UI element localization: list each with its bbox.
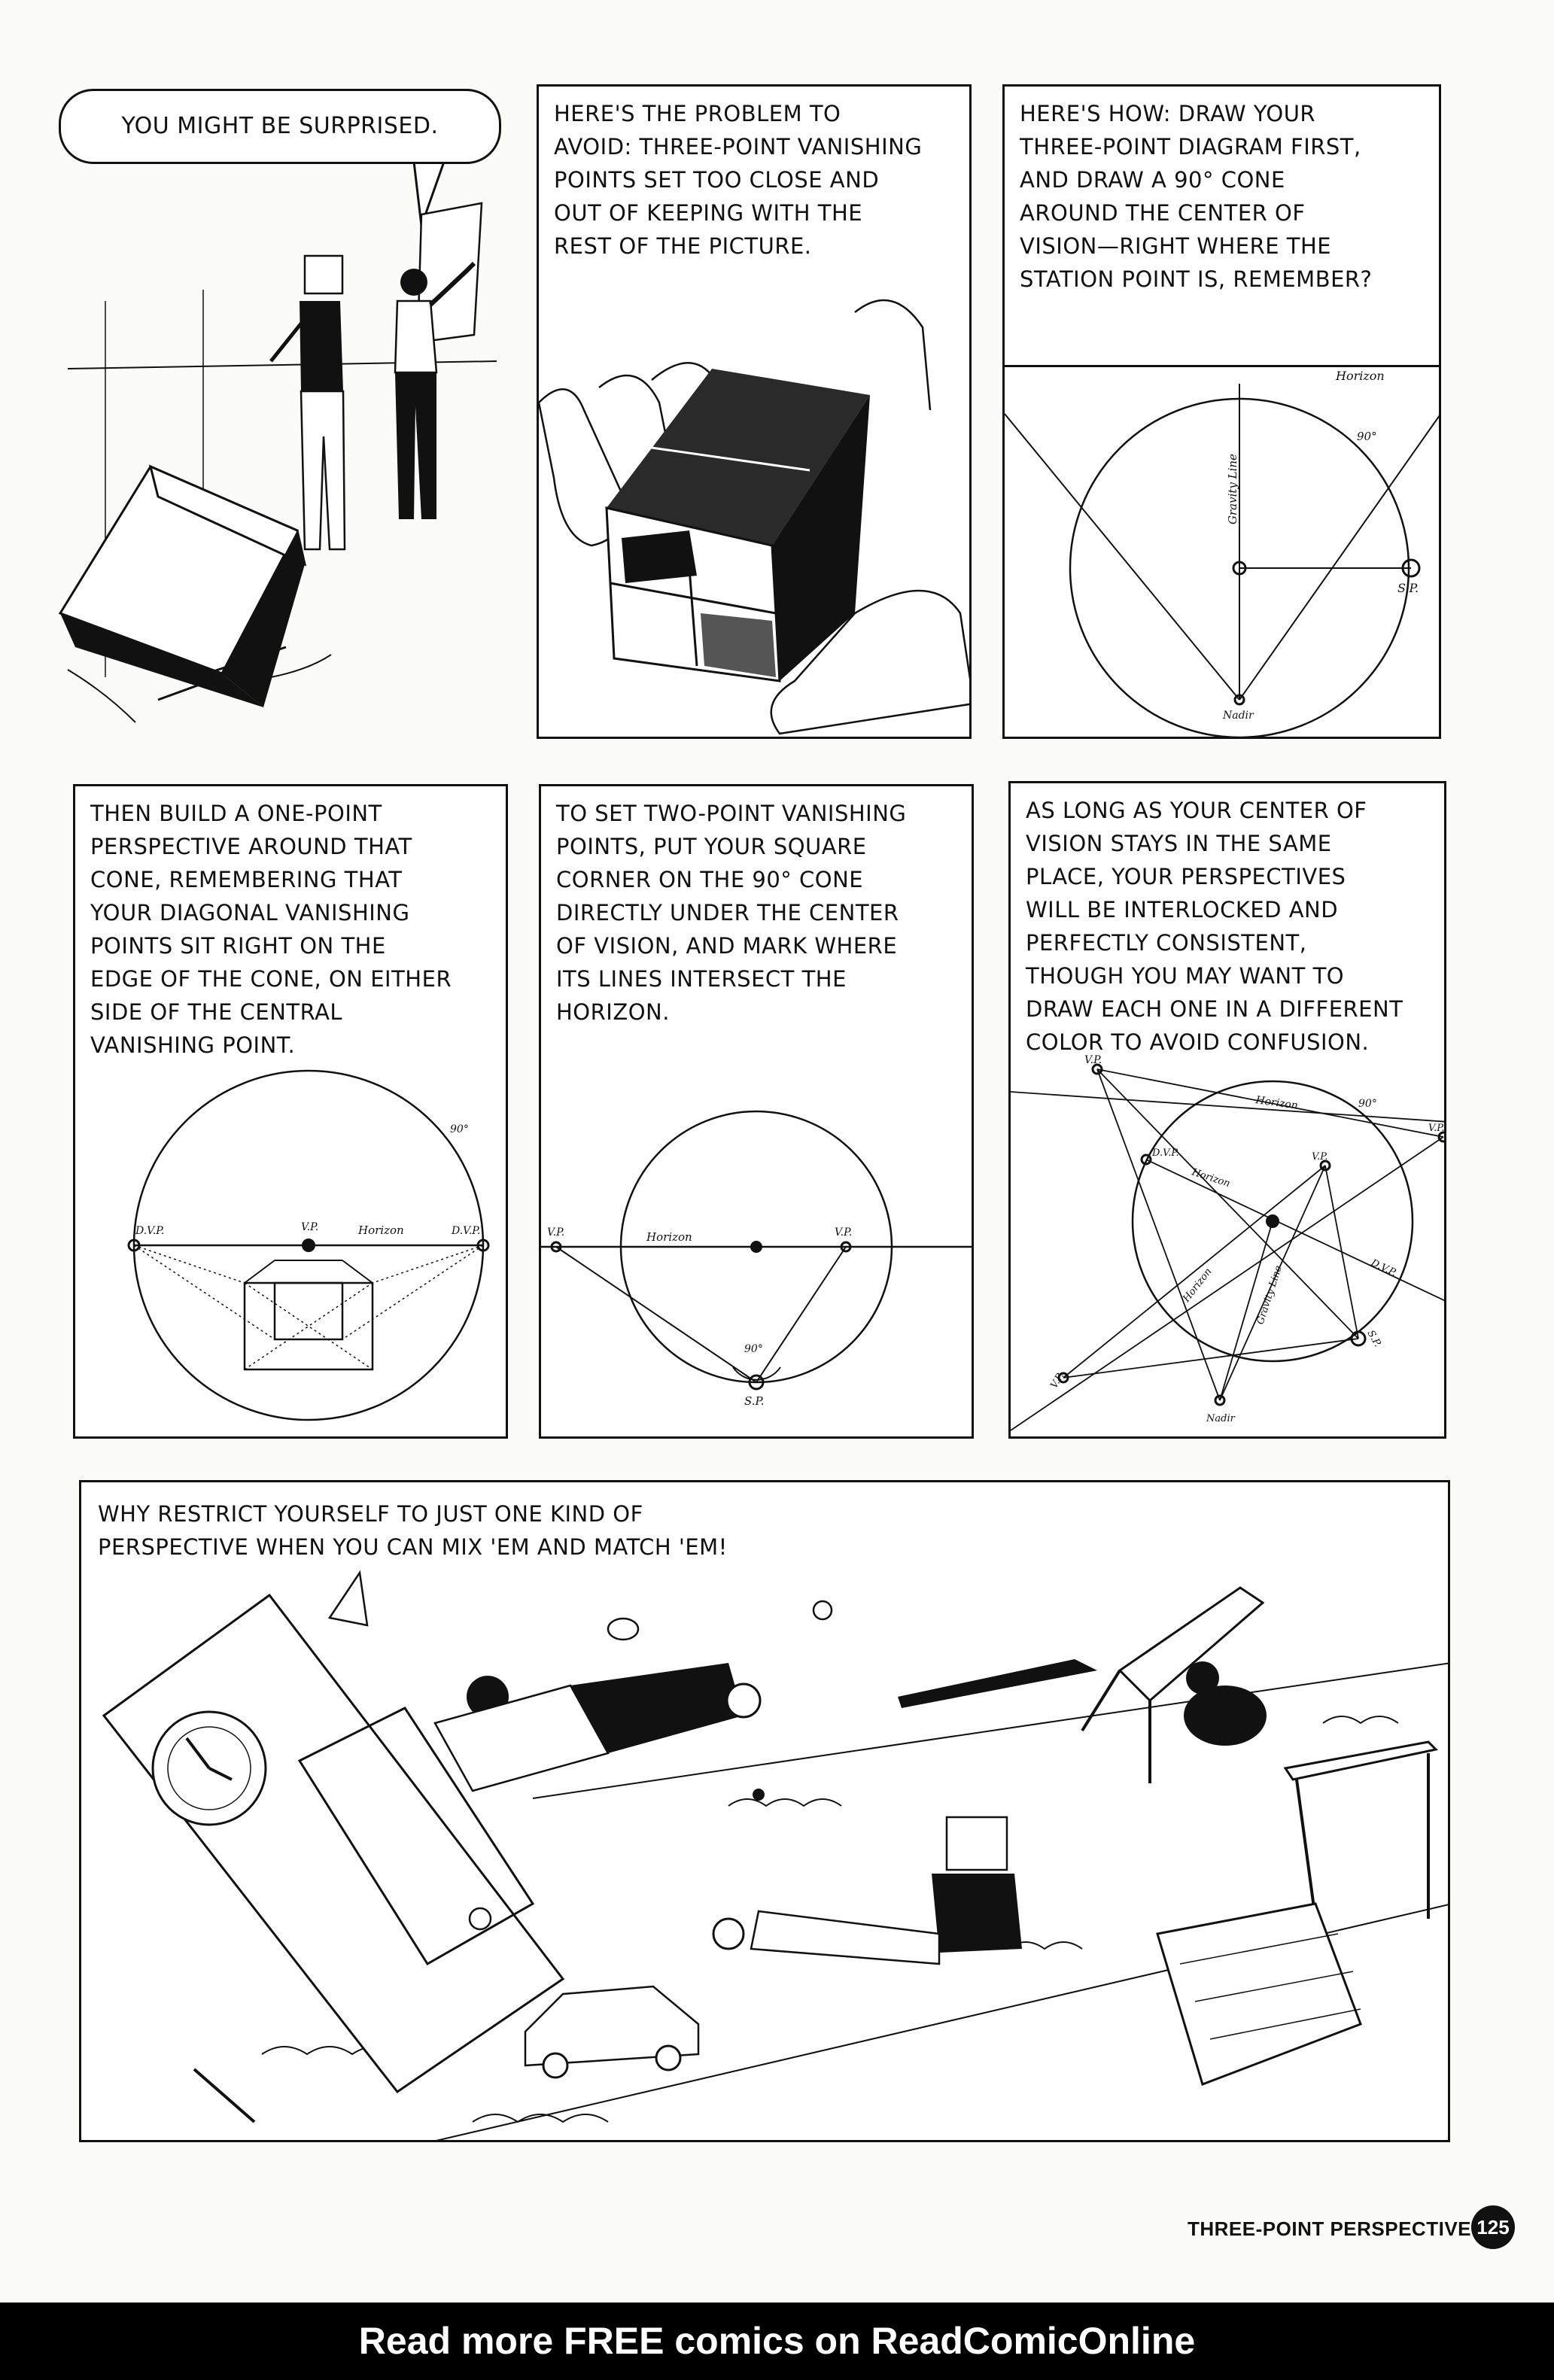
vp-label: V.P. [301,1221,318,1233]
panel-3-caption: HERE'S HOW: DRAW YOUR THREE-POINT DIAGRA… [1020,101,1373,292]
panel-4-caption: THEN BUILD A ONE-POINT PERSPECTIVE AROUN… [90,801,452,1058]
panel-2: HERE'S THE PROBLEM TO AVOID: THREE-POINT… [537,84,972,739]
horizon-label: Horizon [357,1223,404,1237]
panel-2-illustration [539,299,969,735]
panel-3-divider [1005,365,1439,367]
panel-2-caption: HERE'S THE PROBLEM TO AVOID: THREE-POINT… [554,101,923,259]
two-point-diagram: V.P. Horizon V.P. 90° S.P. [541,1110,972,1408]
angle-label: 90° [1358,1098,1377,1110]
vp-mid-label: V.P. [1312,1151,1328,1163]
angle-label: 90° [744,1343,763,1355]
panel-7-illustration [102,1570,1448,2140]
vp-right-label: V.P. [1428,1123,1445,1134]
interlocked-diagram: V.P. Horizon 90° V.P. D.V.P. Horizon V.P… [1011,1054,1445,1431]
dvp-label: D.V.P. [1151,1147,1179,1159]
panel-6: AS LONG AS YOUR CENTER OF VISION STAYS I… [1008,781,1446,1439]
horizon-label-c: Horizon [1181,1266,1215,1305]
angle-label: 90° [450,1123,469,1135]
vp-top-label: V.P. [1084,1054,1102,1066]
station-point-label: S.P. [1365,1329,1383,1349]
panel-5-caption: TO SET TWO-POINT VANISHING POINTS, PUT Y… [556,801,907,1025]
panel-6-caption: AS LONG AS YOUR CENTER OF VISION STAYS I… [1026,798,1403,1055]
panel-1-illustration [58,160,497,723]
angle-label: 90° [1357,430,1377,443]
panel-5: TO SET TWO-POINT VANISHING POINTS, PUT Y… [539,784,974,1439]
horizon-label-a: Horizon [1254,1094,1298,1112]
dvp-right-label: D.V.P. [1368,1257,1398,1279]
gravity-line-label: Gravity Line [1255,1264,1285,1326]
three-point-diagram: Horizon Gravity Line 90° S.P. Nadir [1005,369,1439,737]
speech-bubble: YOU MIGHT BE SURPRISED. [59,89,501,164]
horizon-label: Horizon [1335,369,1385,383]
vp-right-label: V.P. [835,1226,852,1239]
panel-3: HERE'S HOW: DRAW YOUR THREE-POINT DIAGRA… [1002,84,1441,739]
panel-7-caption: WHY RESTRICT YOURSELF TO JUST ONE KIND O… [98,1501,728,1560]
dvp-right-label: D.V.P. [451,1225,480,1237]
nadir-label: Nadir [1222,710,1254,722]
section-title: THREE-POINT PERSPECTIVE [1188,2217,1471,2240]
station-point-label: S.P. [744,1394,764,1408]
nadir-label: Nadir [1206,1413,1236,1424]
dvp-left-label: D.V.P. [135,1225,164,1237]
promo-banner-link[interactable]: Read more FREE comics on ReadComicOnline [0,2302,1554,2380]
one-point-diagram: D.V.P. V.P. Horizon D.V.P. 90° [127,1069,490,1421]
gravity-line-label: Gravity Line [1226,454,1239,524]
page-number: 125 [1471,2205,1515,2249]
panel-7: WHY RESTRICT YOURSELF TO JUST ONE KIND O… [79,1480,1450,2142]
panel-4: THEN BUILD A ONE-POINT PERSPECTIVE AROUN… [73,784,508,1439]
vp-left-label: V.P. [547,1226,564,1239]
station-point-label: S.P. [1397,581,1419,595]
panel-1: YOU MIGHT BE SURPRISED. [45,75,512,737]
horizon-label: Horizon [646,1230,692,1244]
